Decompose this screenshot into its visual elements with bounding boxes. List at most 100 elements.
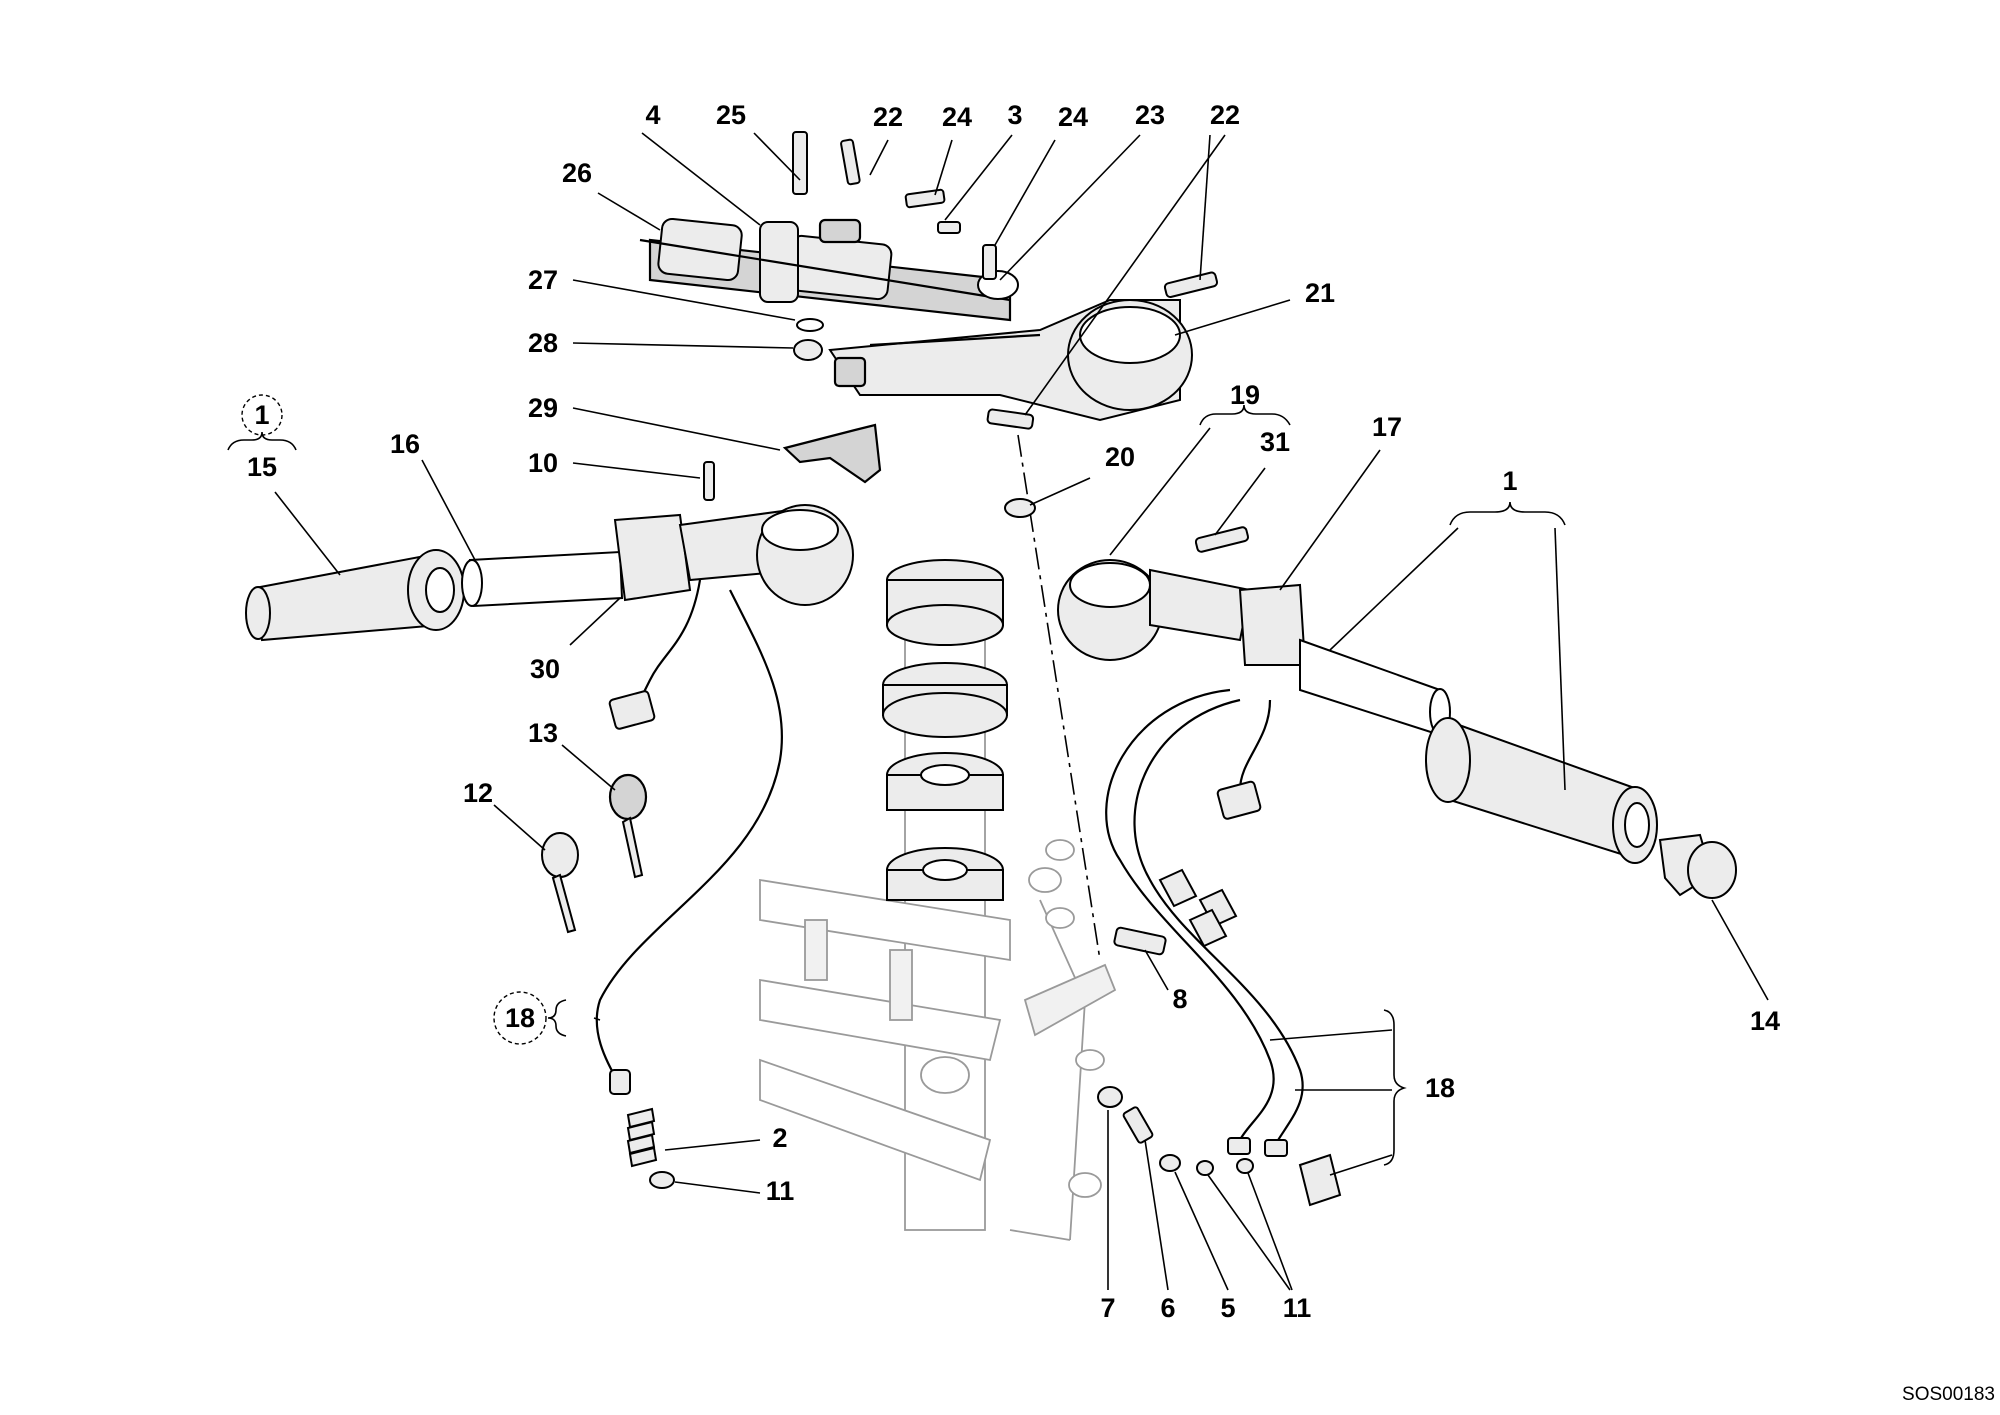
screw-22-left: [840, 138, 861, 186]
key-12-blade: [551, 873, 577, 934]
leader-29: [572, 407, 781, 451]
callout-20: 20: [1105, 442, 1135, 472]
cable-guide: [1298, 1153, 1342, 1207]
leader-1-right-b: [1554, 527, 1566, 791]
leader-2: [664, 1139, 761, 1151]
callout-15: 15: [247, 452, 277, 482]
leader-6: [1144, 1139, 1169, 1291]
key-12: [541, 832, 579, 934]
clip-on-right: [1149, 568, 1252, 642]
callout-4: 4: [645, 100, 660, 130]
callout-3: 3: [1007, 100, 1022, 130]
callout-5: 5: [1220, 1293, 1235, 1323]
handlebar-right-tube: [1299, 638, 1441, 737]
key-12-head: [541, 832, 579, 878]
leader-17: [1279, 449, 1381, 591]
nut-28: [793, 339, 823, 361]
key-13-blade: [621, 816, 644, 879]
callout-22-b: 22: [1210, 100, 1240, 130]
oring-27: [796, 318, 824, 332]
frame-lug-b: [889, 949, 913, 1021]
cable-adjuster-c: [1188, 908, 1228, 948]
callout-7: 7: [1100, 1293, 1115, 1323]
nut-7: [1097, 1086, 1123, 1108]
frame-boss-f: [1075, 1049, 1105, 1071]
cap-5: [1159, 1154, 1181, 1172]
callout-8: 8: [1172, 984, 1187, 1014]
damper-mount-block: [818, 218, 862, 244]
washer-20: [1004, 498, 1036, 518]
switch-30-connector: [608, 690, 656, 730]
screw-22-right: [1163, 271, 1219, 298]
handlebar-16-end: [461, 559, 483, 607]
throttle-cable-a: [1105, 688, 1275, 1141]
callout-25: 25: [716, 100, 746, 130]
clip-11-right-b: [1236, 1158, 1254, 1174]
leader-4: [641, 132, 761, 226]
throttle-grip-1: [1443, 718, 1641, 862]
frame-tube-c: [759, 1058, 992, 1182]
frame-boss-c: [1045, 839, 1075, 861]
throttle-cable-b: [1133, 698, 1304, 1146]
clip-on-left-bore: [761, 509, 839, 551]
optional-circle-1: [241, 394, 283, 436]
callout-23: 23: [1135, 100, 1165, 130]
steering-damper: [639, 217, 1019, 322]
braces: [227, 404, 1566, 1166]
frame-rail-end: [1009, 1229, 1071, 1241]
top-triple-clamp: [828, 299, 1193, 422]
callout-14: 14: [1750, 1006, 1780, 1036]
right-handlebar-assembly: [1057, 559, 1737, 899]
callout-27: 27: [528, 265, 558, 295]
screw-31: [1194, 526, 1250, 553]
leader-16: [421, 459, 476, 561]
switch-30-wire: [639, 579, 702, 701]
brace-18-left: [547, 999, 567, 1037]
throttle-switch-17: [1238, 583, 1307, 666]
screw-3: [937, 221, 961, 234]
screw-22-lower: [986, 408, 1035, 430]
leader-18-right-a: [1269, 1029, 1393, 1041]
leader-22-top: [869, 139, 889, 176]
callout-24-a: 24: [942, 102, 972, 132]
callout-26: 26: [562, 158, 592, 188]
leader-18-right-c: [1329, 1154, 1393, 1176]
drawing-code: SOS00183: [1902, 1384, 1995, 1405]
frame-boss-d: [1068, 1172, 1102, 1198]
leader-11-right-b: [1247, 1172, 1293, 1291]
callout-31: 31: [1260, 427, 1290, 457]
leader-28: [572, 342, 794, 349]
fork-clamp-bore: [1079, 306, 1181, 364]
leader-22-lower: [1024, 134, 1226, 416]
callout-22-a: 22: [873, 102, 903, 132]
leader-18-left: [593, 1017, 601, 1021]
screw-24-left: [904, 188, 946, 209]
callout-12: 12: [463, 778, 493, 808]
callout-6: 6: [1160, 1293, 1175, 1323]
leader-15: [274, 491, 341, 576]
callout-24-b: 24: [1058, 102, 1088, 132]
frame-boss-e: [1045, 907, 1075, 929]
leader-24-a: [934, 139, 953, 196]
steering-bearing-stack: [882, 559, 1008, 901]
callout-11-right: 11: [1283, 1293, 1312, 1323]
leader-1-right-a: [1329, 527, 1459, 651]
callout-17: 17: [1372, 412, 1402, 442]
leader-lines: [274, 132, 1769, 1291]
callout-10: 10: [528, 448, 558, 478]
callout-18-left: 18: [505, 1003, 535, 1033]
frame-lug-a: [804, 919, 828, 981]
grip-15-end: [245, 586, 271, 640]
callout-21: 21: [1305, 278, 1335, 308]
leader-25: [753, 132, 801, 181]
clip-11-left: [649, 1171, 675, 1189]
leader-13: [561, 744, 616, 791]
callout-18-right: 18: [1425, 1073, 1455, 1103]
left-handlebar-assembly: [245, 504, 854, 730]
throttle-grip-flange: [1425, 717, 1471, 803]
bar-end-14-cap: [1687, 841, 1737, 899]
callout-1-top: 1: [254, 400, 269, 430]
handlebar-16: [468, 550, 624, 608]
brace-19: [1199, 404, 1291, 426]
stem-nut-bottom: [886, 604, 1004, 646]
